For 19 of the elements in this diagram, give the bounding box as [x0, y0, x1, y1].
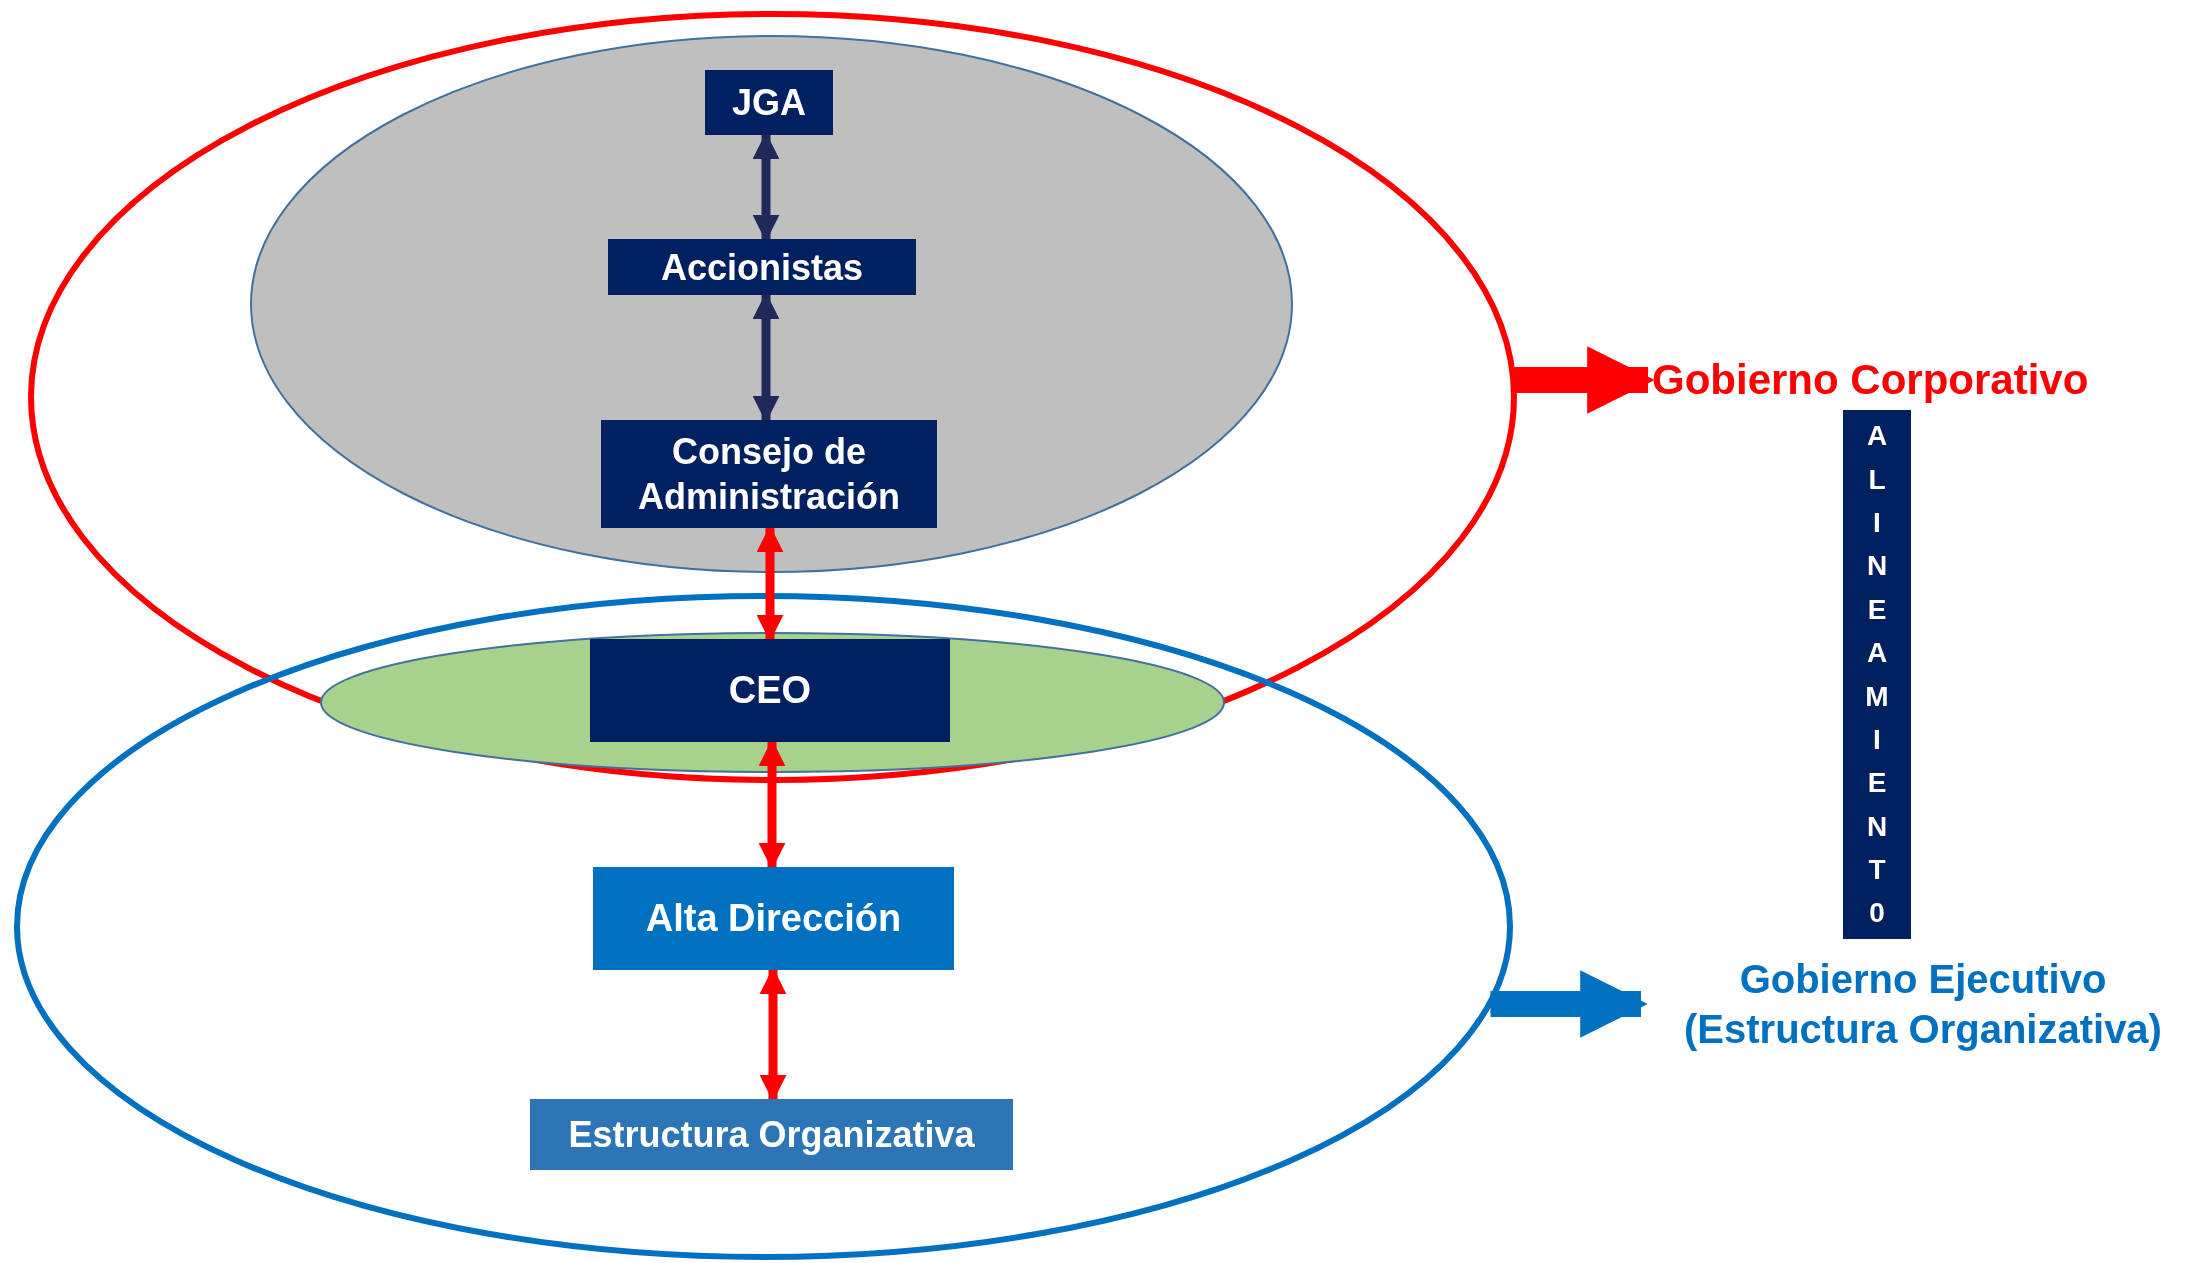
- lower-ellipse: [14, 593, 1513, 1260]
- arrow: [758, 739, 786, 870]
- title-box: CEO: [590, 639, 950, 742]
- title-box: JGA: [705, 70, 833, 135]
- overlap-ellipse: [320, 632, 1225, 773]
- inner-ellipse: [250, 35, 1293, 573]
- arrow: [752, 132, 780, 242]
- arrow: [1514, 346, 1655, 414]
- arrow: [1490, 970, 1648, 1038]
- title-box: Alta Dirección: [593, 867, 954, 970]
- heading-text: Gobierno Corporativo: [1652, 348, 2162, 412]
- arrow: [756, 525, 784, 642]
- vertical-text-bar: ALINEAMIENT0: [1843, 410, 1911, 939]
- arrow: [759, 967, 787, 1102]
- title-box: Consejo de Administración: [601, 420, 937, 528]
- title-box: Accionistas: [608, 239, 916, 295]
- heading-text: Gobierno Ejecutivo (Estructura Organizativa): [1645, 938, 2201, 1070]
- arrow: [752, 292, 780, 423]
- title-box: Estructura Organizativa: [530, 1099, 1013, 1170]
